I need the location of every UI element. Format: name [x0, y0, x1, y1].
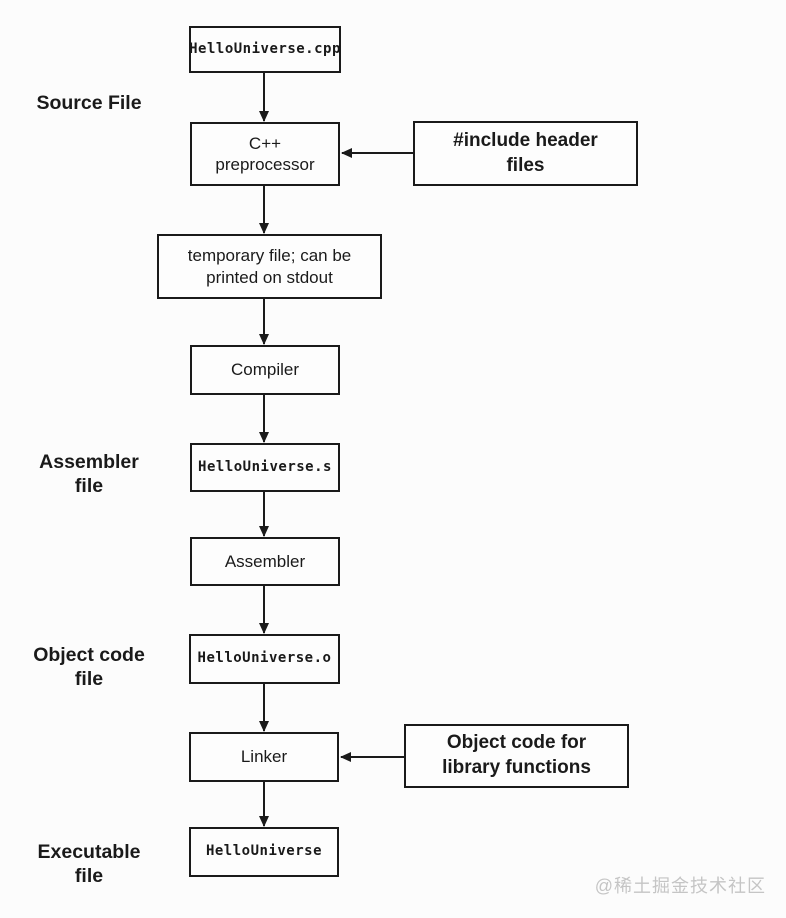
- node-library-objects: Object code for library functions: [404, 724, 629, 788]
- arrow-asmfile-to-assembler: [259, 492, 269, 537]
- node-executable: HelloUniverse: [189, 827, 339, 877]
- label-assembler-file: Assembler file: [39, 451, 139, 498]
- arrow-linker-to-executable: [259, 782, 269, 827]
- node-source-file: HelloUniverse.cpp: [189, 26, 341, 73]
- label-object-code-file: Object code file: [33, 644, 145, 691]
- node-temp-file: temporary file; can be printed on stdout: [157, 234, 382, 299]
- node-object-file: HelloUniverse.o: [189, 634, 340, 684]
- arrow-source-to-preprocessor: [259, 73, 269, 122]
- label-executable-file: Executable file: [37, 841, 141, 888]
- node-linker: Linker: [189, 732, 339, 782]
- node-preprocessor: C++ preprocessor: [190, 122, 340, 186]
- arrow-headers-to-preprocessor: [341, 148, 413, 158]
- node-assembler: Assembler: [190, 537, 340, 586]
- arrow-tempfile-to-compiler: [259, 299, 269, 345]
- label-source-file: Source File: [36, 92, 142, 114]
- arrow-objfile-to-linker: [259, 684, 269, 732]
- node-assembly-file: HelloUniverse.s: [190, 443, 340, 492]
- arrow-library-to-linker: [340, 752, 404, 762]
- arrow-assembler-to-objfile: [259, 586, 269, 634]
- node-include-headers: #include header files: [413, 121, 638, 186]
- watermark: @稀土掘金技术社区: [594, 876, 766, 896]
- arrow-compiler-to-asmfile: [259, 395, 269, 443]
- arrow-preprocessor-to-tempfile: [259, 186, 269, 234]
- node-compiler: Compiler: [190, 345, 340, 395]
